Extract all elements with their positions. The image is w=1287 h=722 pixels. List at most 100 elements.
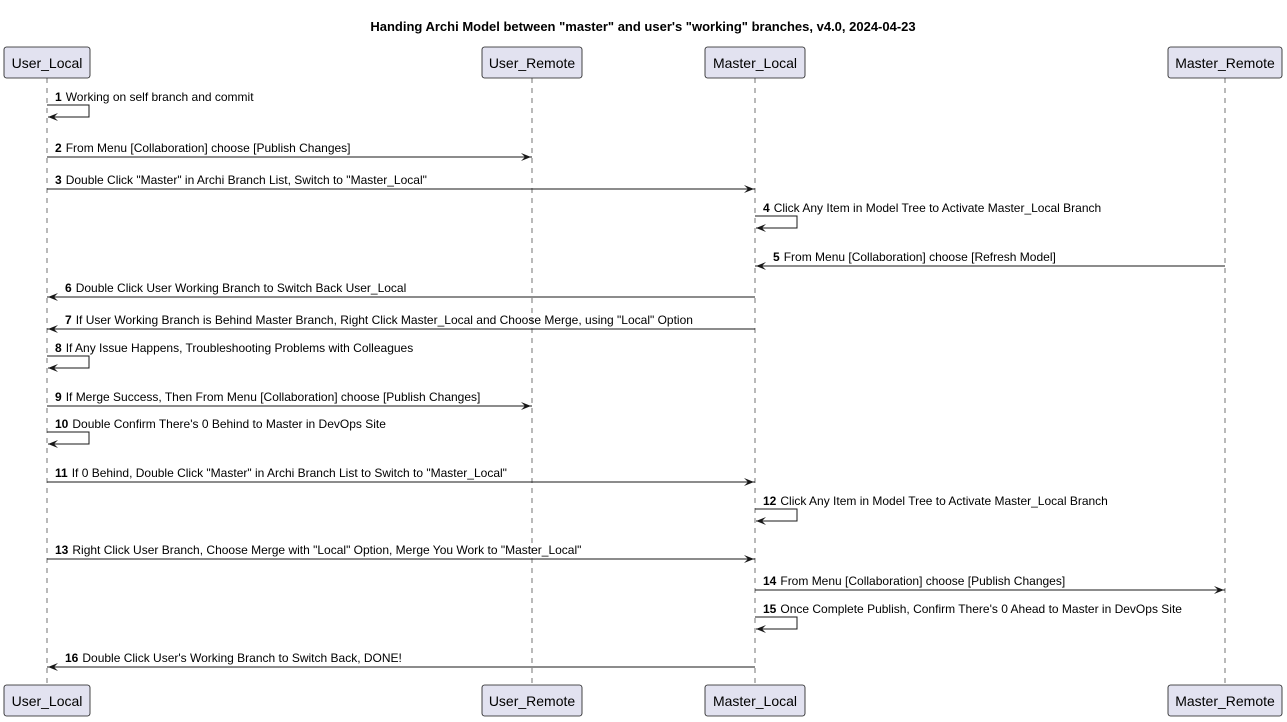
arrow-head (521, 402, 531, 410)
message-1: 1 Working on self branch and commit (47, 90, 254, 121)
message-text: Working on self branch and commit (66, 90, 255, 104)
arrow-head (744, 555, 754, 563)
arrow-head (1214, 586, 1224, 594)
participant-label: User_Remote (489, 693, 576, 709)
participant-label: Master_Remote (1175, 55, 1275, 71)
participant-label: User_Remote (489, 55, 576, 71)
message-text: If Merge Success, Then From Menu [Collab… (66, 390, 481, 404)
participant-box (1167, 46, 1283, 79)
participant-box (704, 46, 806, 79)
message-4: 4 Click Any Item in Model Tree to Activat… (755, 201, 1101, 232)
arrow-head (48, 325, 58, 333)
message-label: 9 If Merge Success, Then From Menu [Colla… (55, 390, 480, 404)
lifelines (46, 78, 1226, 685)
message-number: 8 (55, 341, 62, 355)
message-label: 2 From Menu [Collaboration] choose [Publi… (55, 141, 351, 155)
participant-label: User_Local (12, 693, 83, 709)
message-number: 7 (65, 313, 72, 327)
message-label: 1 Working on self branch and commit (55, 90, 254, 104)
arrow-head (521, 153, 531, 161)
message-number: 11 (55, 466, 68, 480)
participant-user-local-bottom: User_Local (3, 684, 91, 717)
message-number: 6 (65, 281, 72, 295)
message-5: 5 From Menu [Collaboration] choose [Refre… (755, 250, 1225, 270)
message-text: From Menu [Collaboration] choose [Refres… (784, 250, 1056, 264)
participant-box (3, 46, 91, 79)
message-number: 1 (55, 90, 62, 104)
message-text: If User Working Branch is Behind Master … (76, 313, 693, 327)
arrow-head (48, 364, 58, 372)
message-number: 2 (55, 141, 62, 155)
arrow-head (48, 440, 58, 448)
message-text: If 0 Behind, Double Click "Master" in Ar… (72, 466, 507, 480)
participant-label: Master_Remote (1175, 693, 1275, 709)
message-number: 12 (763, 494, 777, 508)
arrow-head (756, 517, 766, 525)
message-3: 3 Double Click "Master" in Archi Branch L… (47, 173, 755, 193)
self-message-arrow (755, 616, 798, 630)
message-label: 11 If 0 Behind, Double Click "Master" in … (55, 466, 507, 480)
participant-box (3, 684, 91, 717)
message-text: Right Click User Branch, Choose Merge wi… (72, 543, 581, 557)
arrow-head (48, 113, 58, 121)
participant-box (481, 684, 583, 717)
self-message-arrow (47, 355, 90, 369)
message-text: Double Click User's Working Branch to Sw… (82, 651, 402, 665)
arrow-head (744, 478, 754, 486)
participant-label: Master_Local (713, 55, 797, 71)
message-text: From Menu [Collaboration] choose [Publis… (66, 141, 351, 155)
arrow-head (48, 293, 58, 301)
self-message-arrow (47, 104, 90, 118)
message-number: 3 (55, 173, 62, 187)
message-label: 5 From Menu [Collaboration] choose [Refre… (773, 250, 1056, 264)
message-11: 11 If 0 Behind, Double Click "Master" in … (47, 466, 755, 486)
participant-box (481, 46, 583, 79)
message-9: 9 If Merge Success, Then From Menu [Colla… (47, 390, 532, 410)
participant-master-local-bottom: Master_Local (704, 684, 806, 717)
arrow-head (756, 625, 766, 633)
message-label: 7 If User Working Branch is Behind Master… (65, 313, 693, 327)
diagram-title: Handing Archi Model between "master" and… (370, 19, 915, 34)
participants: User_LocalUser_LocalUser_RemoteUser_Remo… (3, 46, 1283, 717)
participant-master-local-top: Master_Local (704, 46, 806, 79)
message-text: Click Any Item in Model Tree to Activate… (780, 494, 1107, 508)
message-number: 4 (763, 201, 770, 215)
self-message-arrow (755, 215, 798, 229)
participant-label: User_Local (12, 55, 83, 71)
message-number: 15 (763, 602, 777, 616)
message-text: From Menu [Collaboration] choose [Publis… (780, 574, 1065, 588)
message-number: 16 (65, 651, 79, 665)
participant-label: Master_Local (713, 693, 797, 709)
participant-master-remote-top: Master_Remote (1167, 46, 1283, 79)
message-text: Double Click "Master" in Archi Branch Li… (66, 173, 427, 187)
message-7: 7 If User Working Branch is Behind Master… (47, 313, 755, 333)
participant-master-remote-bottom: Master_Remote (1167, 684, 1283, 717)
participant-user-remote-bottom: User_Remote (481, 684, 583, 717)
message-text: Double Confirm There's 0 Behind to Maste… (72, 417, 386, 431)
self-message-arrow (47, 431, 90, 445)
message-number: 9 (55, 390, 62, 404)
arrow-head (756, 262, 766, 270)
message-number: 10 (55, 417, 69, 431)
participant-user-remote-top: User_Remote (481, 46, 583, 79)
participant-box (1167, 684, 1283, 717)
message-text: Click Any Item in Model Tree to Activate… (774, 201, 1101, 215)
message-number: 5 (773, 250, 780, 264)
message-number: 13 (55, 543, 69, 557)
message-text: Once Complete Publish, Confirm There's 0… (780, 602, 1182, 616)
